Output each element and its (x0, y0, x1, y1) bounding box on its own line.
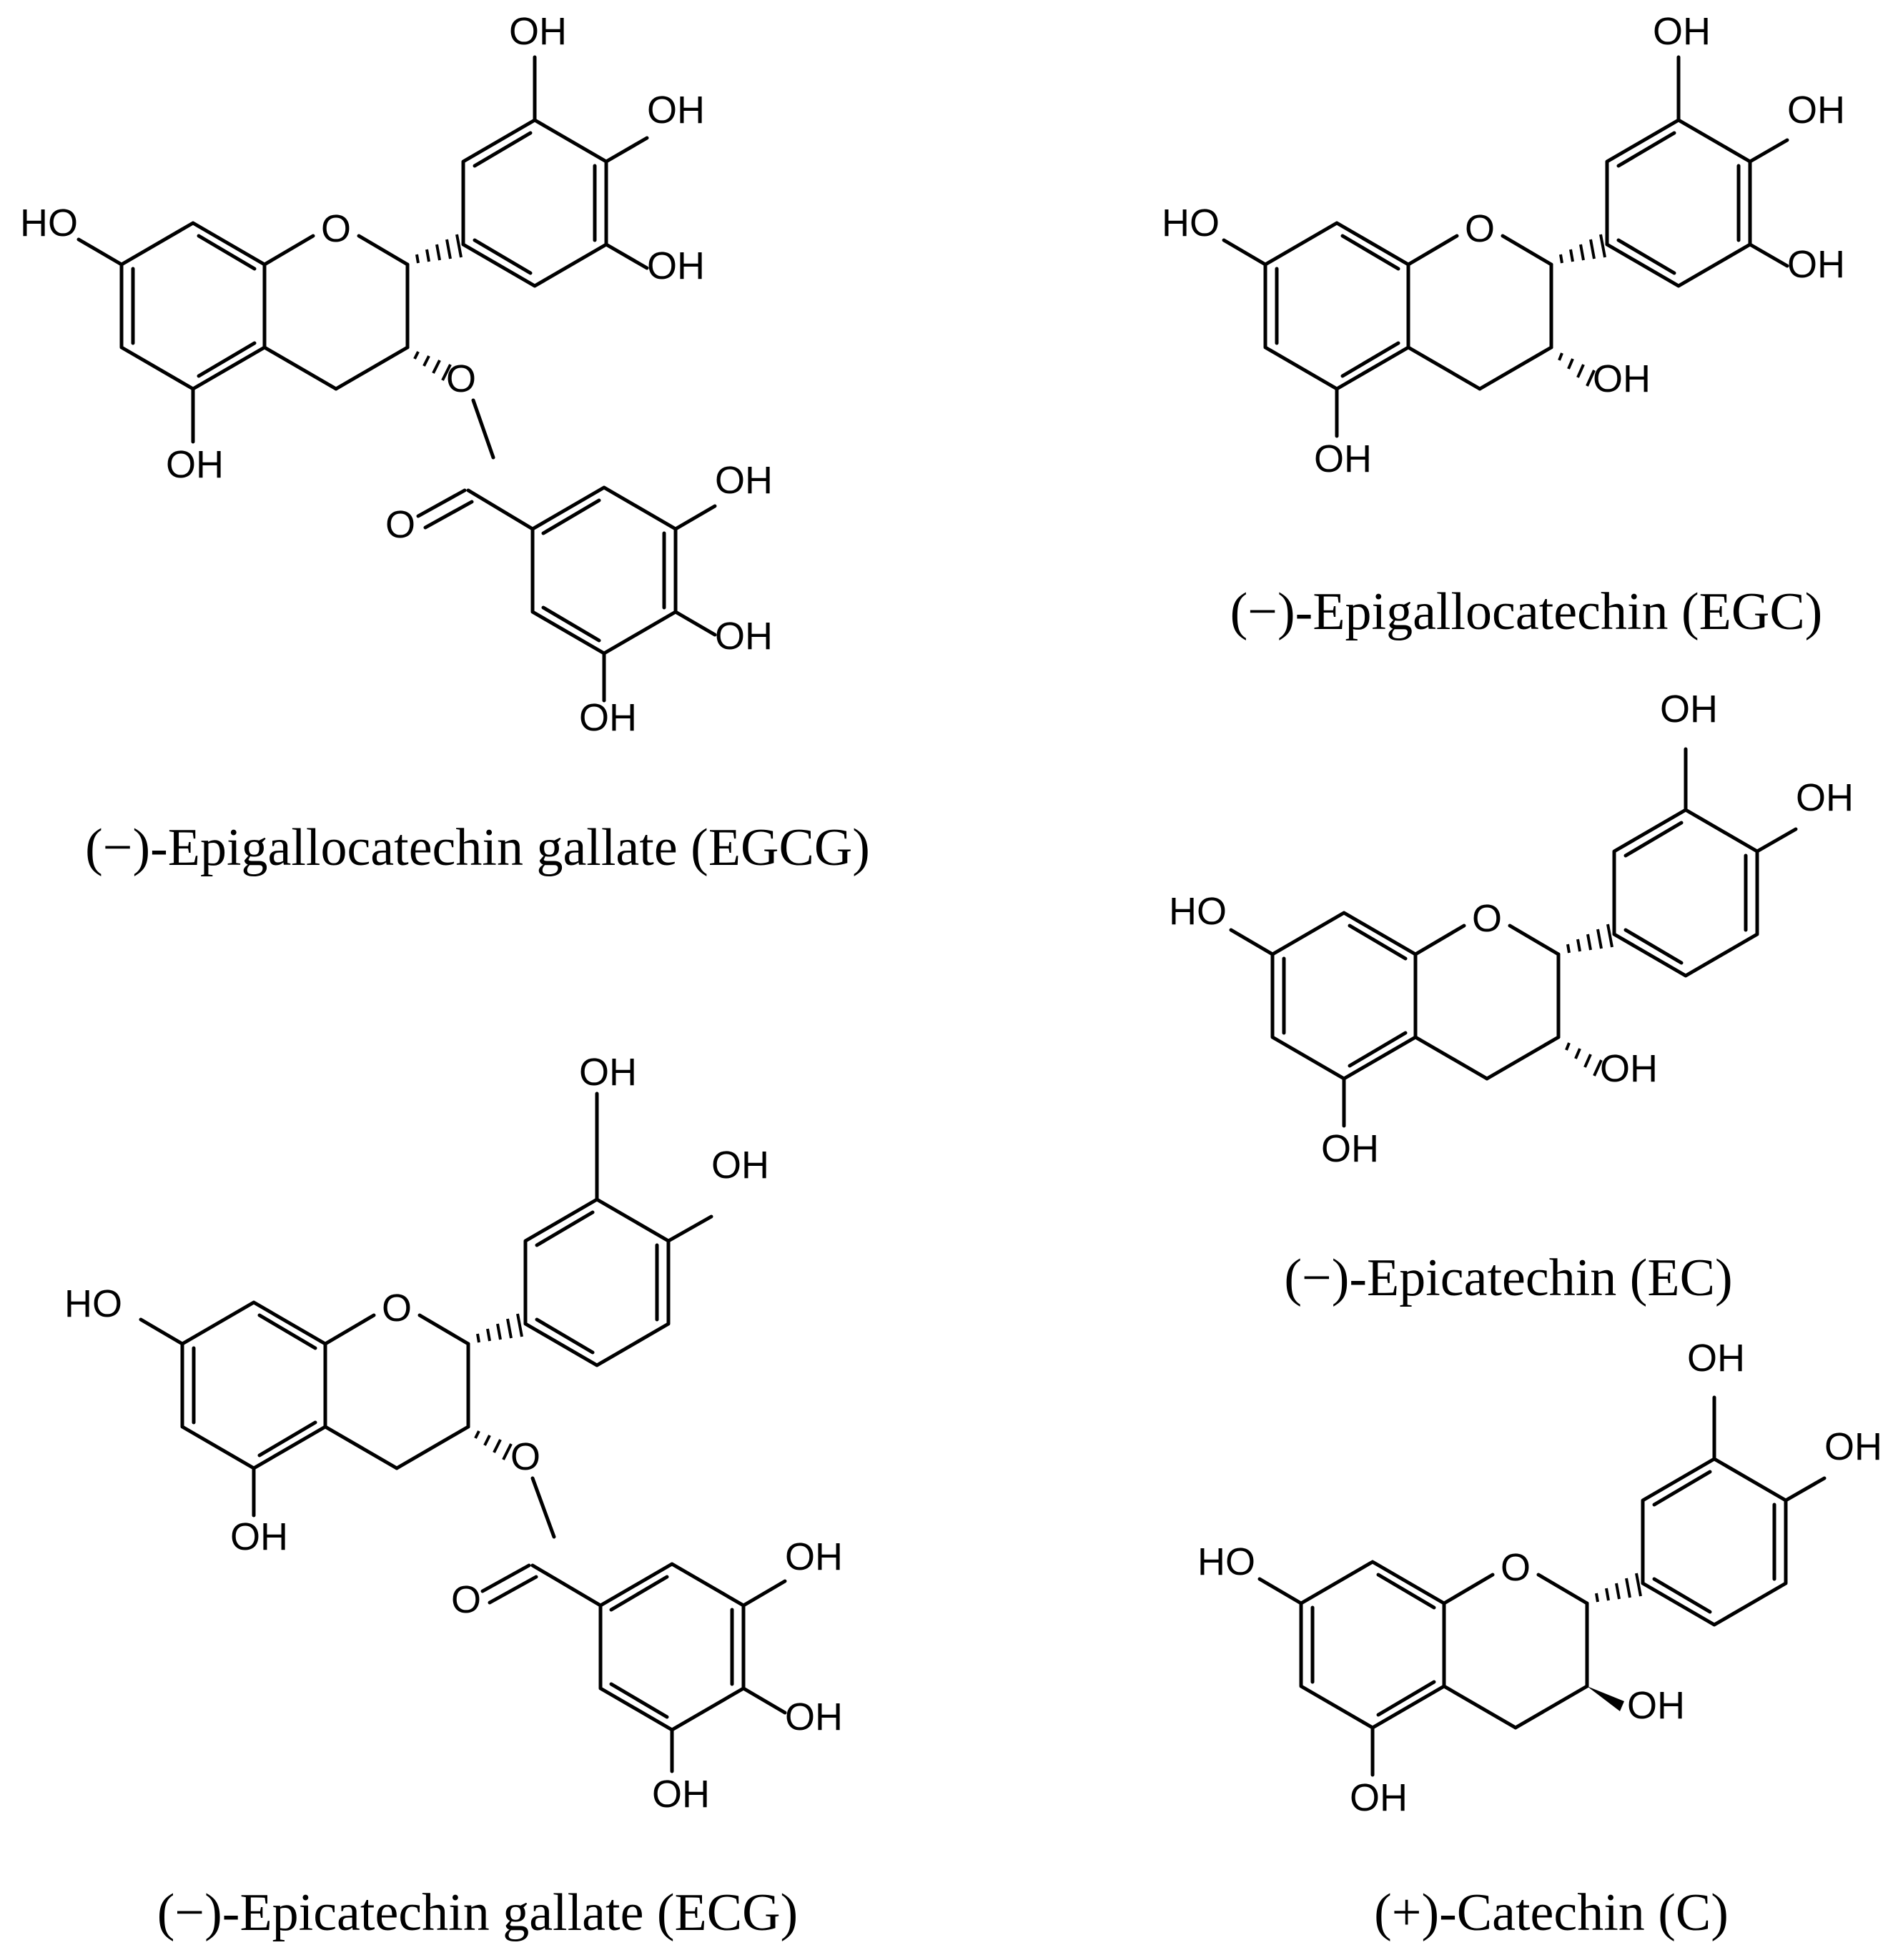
atom-oh: OH (1593, 357, 1651, 400)
atom-oh: OH (785, 1535, 843, 1578)
caption-c: (+)-Catechin (C) (1374, 1884, 1729, 1942)
atom-o: O (510, 1435, 540, 1478)
caption-egc: (−)-Epigallocatechin (EGC) (1230, 583, 1823, 641)
atom-ho: HO (1197, 1540, 1255, 1583)
atom-oh: OH (166, 443, 224, 486)
atom-o: O (385, 503, 415, 546)
ecg-structure: O HO OH OH OH O O OH OH OH (−)-Epicatech… (64, 1051, 843, 1942)
atom-oh: OH (1687, 1337, 1745, 1380)
atom-oh: OH (647, 244, 705, 287)
ec-structure: O HO OH OH OH OH (−)-Epicatechin (EC) (1169, 688, 1854, 1307)
atom-oh: OH (1350, 1776, 1408, 1819)
atom-oh: OH (509, 10, 567, 53)
atom-o: O (321, 207, 351, 250)
atom-oh: OH (1787, 89, 1845, 132)
c-structure: O HO OH OH OH OH (+)-Catechin (C) (1197, 1337, 1882, 1942)
atom-o: O (446, 357, 476, 400)
atom-oh: OH (1824, 1425, 1882, 1468)
egc-structure: O HO OH OH OH OH OH (−)-Epigallocatechin… (1162, 10, 1845, 641)
atom-ho: HO (1169, 890, 1227, 933)
atom-ho: HO (64, 1282, 122, 1325)
caption-ec: (−)-Epicatechin (EC) (1284, 1249, 1732, 1307)
atom-ho: HO (1162, 202, 1220, 244)
atom-oh: OH (1627, 1684, 1685, 1727)
atom-oh: OH (1600, 1047, 1658, 1090)
atom-o: O (382, 1287, 412, 1330)
atom-oh: OH (230, 1515, 288, 1558)
atom-oh: OH (579, 1051, 637, 1094)
atom-o: O (451, 1578, 481, 1621)
atom-o: O (1465, 207, 1495, 250)
atom-o: O (1501, 1546, 1531, 1589)
atom-oh: OH (1321, 1127, 1379, 1170)
atom-oh: OH (715, 459, 773, 502)
atom-o: O (1472, 897, 1502, 940)
atom-oh: OH (652, 1773, 710, 1816)
caption-ecg: (−)-Epicatechin gallate (ECG) (157, 1884, 798, 1942)
atom-oh: OH (1787, 243, 1845, 286)
atom-oh: OH (647, 89, 705, 132)
atom-oh: OH (1314, 437, 1372, 480)
atom-oh: OH (711, 1144, 769, 1187)
atom-oh: OH (785, 1696, 843, 1738)
caption-egcg: (−)-Epigallocatechin gallate (EGCG) (85, 818, 870, 877)
atom-oh: OH (1653, 10, 1711, 53)
atom-oh: OH (1660, 688, 1718, 731)
atom-oh: OH (715, 615, 773, 658)
atom-oh: OH (1796, 776, 1854, 819)
egcg-structure: O HO OH OH OH OH O O OH OH OH (−)-Epigal… (20, 10, 870, 877)
atom-ho: HO (20, 202, 78, 244)
atom-oh: OH (579, 696, 637, 739)
